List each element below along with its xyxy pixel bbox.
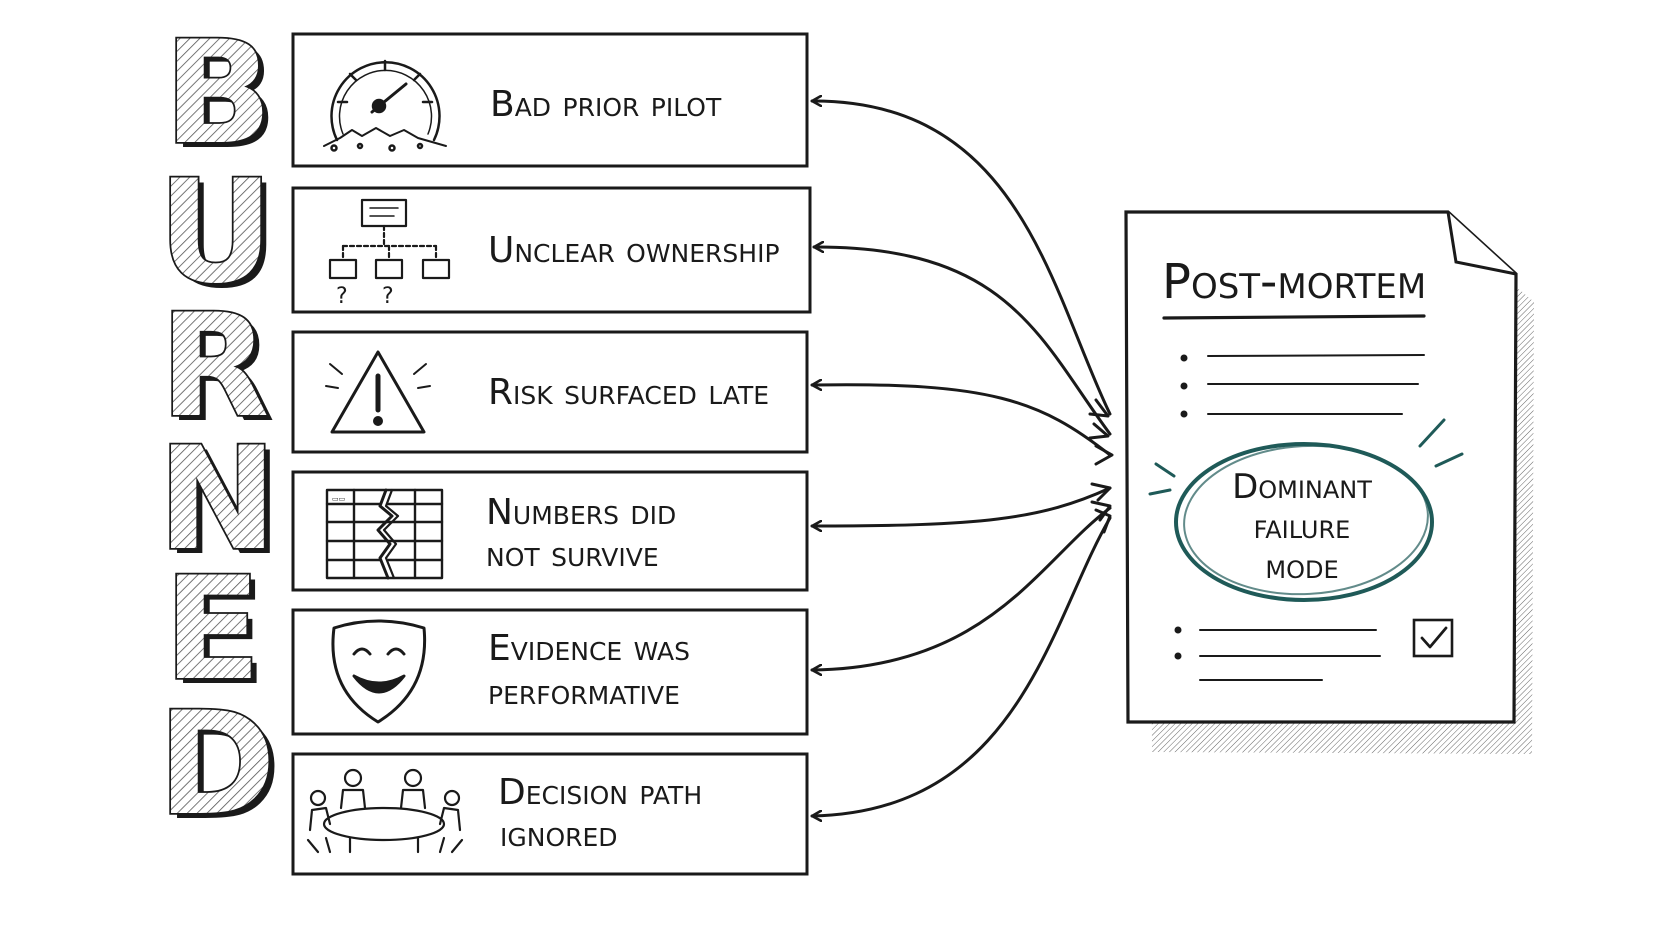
arrow-numbers-did-not-survive [810, 486, 1112, 526]
svg-text:R: R [166, 289, 275, 454]
broken-spreadsheet-icon [325, 488, 444, 580]
warning-triangle-icon [325, 350, 431, 434]
cause-label-line2: ignored [500, 814, 618, 855]
org-chart-icon [328, 198, 451, 280]
cause-box-unclear-ownership: ? ? Unclear ownership [291, 186, 812, 314]
arrow-unclear-ownership [812, 247, 1112, 436]
speedometer-crashed-icon [323, 59, 447, 152]
acronym-letter-d: D D [156, 680, 282, 852]
svg-text:B: B [164, 11, 272, 176]
title-underline [1162, 314, 1426, 320]
svg-text:R: R [160, 284, 269, 449]
arrow-risk-surfaced-late [810, 385, 1112, 457]
svg-text:B: B [170, 16, 278, 181]
spreadsheet-cell-mark: ▭▭ [332, 495, 345, 503]
acronym-letter-b: B B [162, 9, 278, 181]
cause-box-evidence-was-performative: Evidence was performative [291, 608, 809, 736]
svg-text:U: U [164, 155, 279, 320]
svg-text:E: E [164, 547, 261, 712]
svg-text:N: N [164, 422, 283, 587]
connector-arrows [810, 101, 1112, 816]
highlight-line-3: mode [1265, 547, 1338, 587]
acronym-burned: B B U U R R N N E E D D [156, 9, 283, 852]
cause-label-line2: performative [488, 672, 680, 713]
svg-text:E: E [170, 552, 267, 717]
cause-label: Unclear ownership [488, 230, 780, 271]
theater-mask-icon [331, 619, 427, 724]
cause-label: Bad prior pilot [490, 84, 722, 125]
arrow-source-heads [1088, 398, 1114, 534]
highlight-line-2: failure [1254, 507, 1351, 547]
cause-label-line2: not survive [486, 534, 659, 575]
meeting-table-icon [306, 768, 464, 854]
cause-label: Risk surfaced late [488, 372, 769, 413]
svg-text:D: D [158, 682, 276, 847]
cause-box-risk-surfaced-late: Risk surfaced late [291, 330, 809, 454]
svg-text:U: U [158, 150, 273, 315]
document-bullet-list-bottom [1174, 626, 1381, 681]
highlight-burst-icon [1148, 418, 1464, 496]
arrow-bad-prior-pilot [810, 101, 1112, 416]
question-mark-icon: ? [336, 284, 348, 309]
post-mortem-document: Post-mortem Dominant failure mode [1124, 210, 1534, 754]
dominant-failure-mode-circle [1174, 442, 1434, 602]
svg-text:D: D [164, 687, 282, 852]
cause-label: Evidence was [488, 628, 690, 669]
checkmark-icon [1412, 618, 1454, 658]
acronym-letter-e: E E [162, 545, 267, 717]
cause-box-bad-prior-pilot: Bad prior pilot [291, 32, 809, 168]
cause-box-numbers-did-not-survive: ▭▭ Numbers did not survive [291, 470, 809, 592]
document-bullet-list-top [1180, 354, 1425, 418]
arrow-evidence-was-performative [810, 506, 1112, 670]
arrow-decision-path-ignored [810, 516, 1112, 816]
acronym-letter-n: N N [156, 415, 283, 587]
acronym-letter-r: R R [158, 282, 275, 454]
cause-label: Numbers did [486, 492, 676, 533]
document-title: Post-mortem [1162, 254, 1426, 310]
acronym-letter-u: U U [156, 148, 279, 320]
question-mark-icon: ? [382, 284, 394, 309]
cause-label: Decision path [498, 772, 702, 813]
highlight-line-1: Dominant [1232, 467, 1372, 507]
cause-box-decision-path-ignored: Decision path ignored [291, 752, 809, 876]
svg-text:N: N [158, 417, 277, 582]
